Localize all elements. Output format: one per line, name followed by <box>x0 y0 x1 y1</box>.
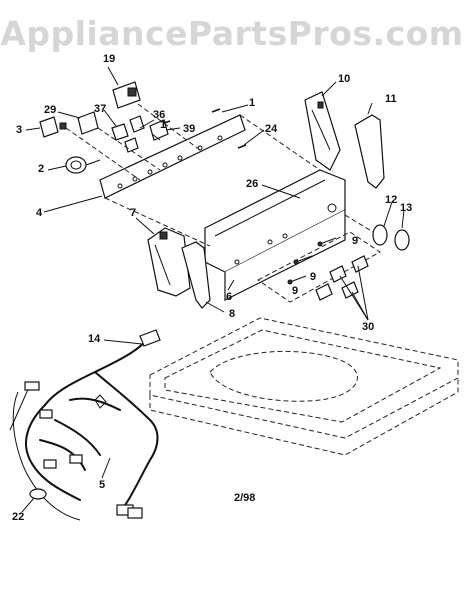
clip-part <box>29 488 47 500</box>
screws <box>163 108 247 149</box>
callout-11: 11 <box>385 93 397 105</box>
right-trim <box>354 114 385 189</box>
callout-2: 2 <box>38 163 45 175</box>
callout-1: 1 <box>249 97 256 109</box>
timer-part <box>112 81 201 151</box>
callout-1b: 1 <box>160 119 167 131</box>
watermark-text: AppliancePartsPros.com <box>0 14 464 53</box>
callout-24: 24 <box>265 123 278 135</box>
mounting-plate <box>99 114 321 247</box>
callout-3: 3 <box>16 124 23 136</box>
knob-part <box>65 156 101 174</box>
knob-assembly <box>344 214 410 251</box>
leader-lines <box>21 66 405 513</box>
callout-9a: 9 <box>352 235 359 247</box>
cabinet-top-outline <box>149 317 459 456</box>
callout-13: 13 <box>400 202 413 214</box>
callout-37: 37 <box>94 103 107 115</box>
callout-10: 10 <box>338 73 351 85</box>
callout-5: 5 <box>99 479 106 491</box>
wire-harness <box>9 329 161 521</box>
callout-4: 4 <box>36 207 43 219</box>
callout-9c: 9 <box>292 285 299 297</box>
callout-22: 22 <box>12 511 25 523</box>
callout-19: 19 <box>103 53 116 65</box>
callout-7: 7 <box>130 207 137 219</box>
callout-9b: 9 <box>310 271 317 283</box>
left-end-cap <box>147 227 191 297</box>
callout-30: 30 <box>362 321 375 333</box>
callout-36: 36 <box>153 109 166 121</box>
callout-6: 6 <box>226 291 233 303</box>
callout-8: 8 <box>229 308 236 320</box>
date-code: 2/98 <box>234 492 256 504</box>
callout-39: 39 <box>183 123 196 135</box>
callout-26: 26 <box>246 178 259 190</box>
callout-14: 14 <box>88 333 101 345</box>
callout-12: 12 <box>385 194 398 206</box>
callout-29: 29 <box>44 104 57 116</box>
right-end-cap <box>304 91 341 171</box>
left-trim <box>181 241 211 309</box>
